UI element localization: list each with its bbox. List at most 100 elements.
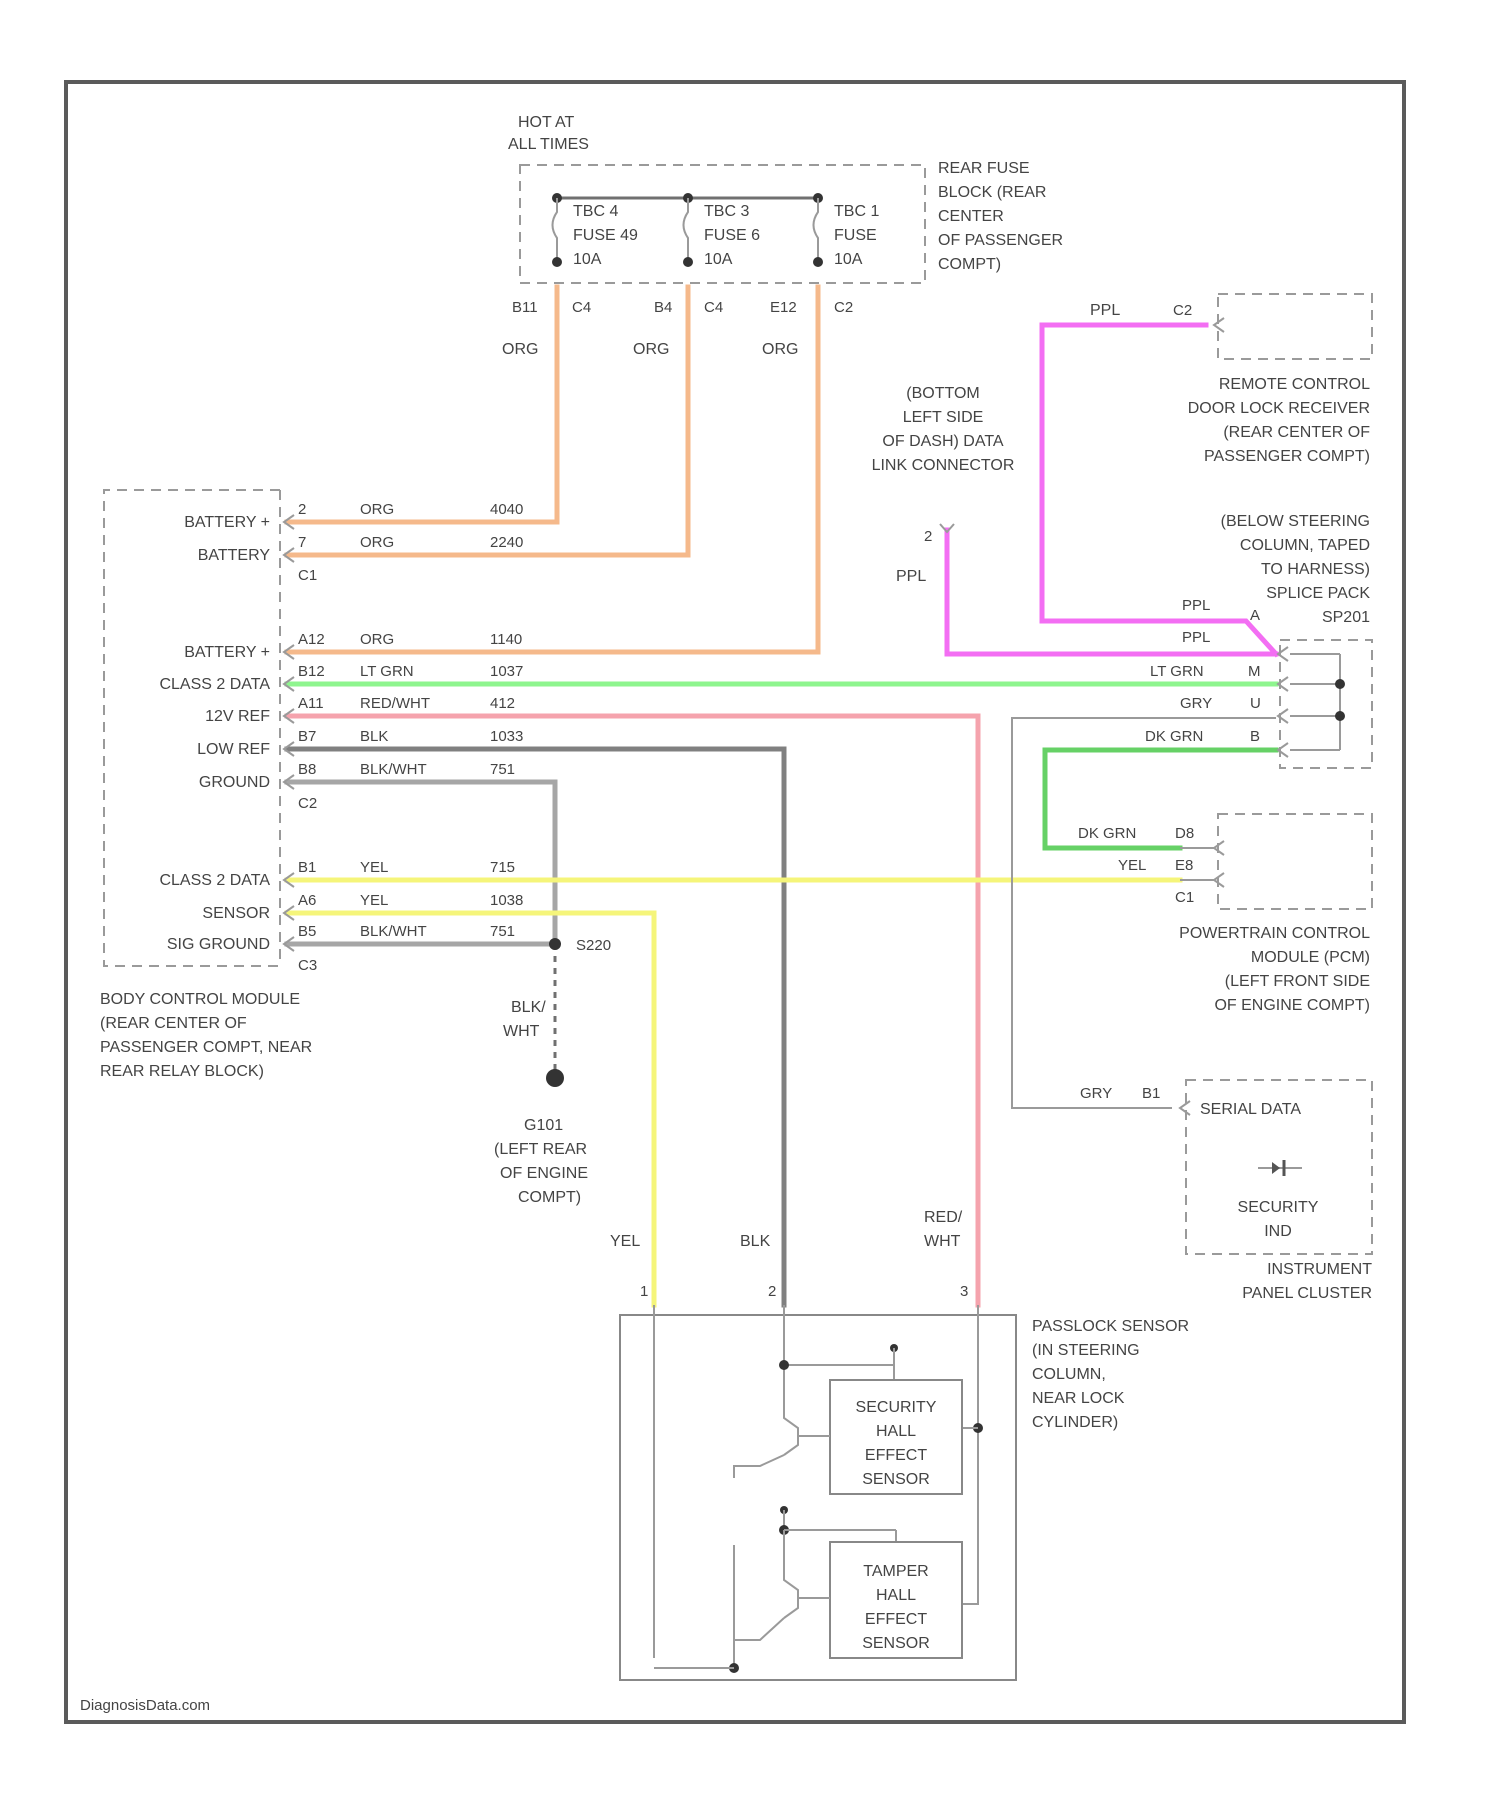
security-sensor-line2: HALL: [876, 1423, 916, 1440]
passlock-wire-red-wht-2: WHT: [924, 1233, 961, 1250]
bcm-label-12v-ref: 12V REF: [205, 708, 270, 725]
receiver-wire-color: PPL: [1090, 302, 1120, 319]
fuse-tbc1-line2: FUSE: [834, 227, 877, 244]
pcm-location-4: OF ENGINE COMPT): [1214, 997, 1370, 1014]
bcm-circuit-number: 751: [490, 923, 515, 940]
ipc-location-1: INSTRUMENT: [1267, 1261, 1372, 1278]
bcm-pin: 7: [298, 534, 306, 551]
fuse-tbc1-pin: E12: [770, 299, 797, 316]
ipc-pin: B1: [1142, 1085, 1160, 1102]
wire-org-4040: [287, 287, 557, 522]
bcm-circuit-number: 4040: [490, 501, 523, 518]
pcm-pin: D8: [1175, 825, 1194, 842]
fuse-element: [814, 198, 819, 262]
bcm-pin: A6: [298, 892, 316, 909]
rear-fuse-block: HOT AT ALL TIMES REAR FUSE BLOCK (REAR C…: [502, 114, 1063, 358]
fuse-tbc3-connector: C4: [704, 299, 723, 316]
bcm-circuit-number: 715: [490, 859, 515, 876]
hot-label-1: HOT AT: [518, 114, 575, 131]
bcm-location-3: PASSENGER COMPT, NEAR: [100, 1039, 312, 1056]
security-sensor-line4: SENSOR: [862, 1471, 930, 1488]
bcm-pin: A11: [298, 695, 324, 712]
fuse-tbc4-line2: FUSE 49: [573, 227, 638, 244]
ground-location-2: (LEFT REAR: [494, 1141, 587, 1158]
splice-wire-color: LT GRN: [1150, 663, 1204, 680]
bcm-pin: B8: [298, 761, 316, 778]
fuse-tbc4-wire-color: ORG: [502, 341, 538, 358]
pcm-connector: C1: [1175, 889, 1194, 906]
fuse-block-location-3: CENTER: [938, 208, 1004, 225]
splice-pack-location-5: SP201: [1322, 609, 1370, 626]
bcm-circuit-number: 1038: [490, 892, 523, 909]
passlock-node: [779, 1360, 789, 1370]
bcm-circuit-number: 751: [490, 761, 515, 778]
powertrain-control-module: DK GRN D8 YEL E8 C1 POWERTRAIN CONTROL M…: [1078, 814, 1372, 1014]
bcm-pin: 2: [298, 501, 306, 518]
receiver-location-4: PASSENGER COMPT): [1204, 448, 1370, 465]
dlc-location-3: OF DASH) DATA: [882, 433, 1004, 450]
bcm-label-battery-3: BATTERY +: [184, 644, 270, 661]
dlc-location-2: LEFT SIDE: [903, 409, 984, 426]
bcm-pin-chevrons: [284, 515, 294, 951]
bcm-circuit-number: 1033: [490, 728, 523, 745]
fuse-tbc1: TBC 1 FUSE 10A E12 C2 ORG: [762, 193, 879, 358]
bcm-pin: B5: [298, 923, 316, 940]
hot-label-2: ALL TIMES: [508, 136, 589, 153]
bcm-wire-color: YEL: [360, 859, 388, 876]
splice-node: [1335, 679, 1345, 689]
security-transistor-icon: [734, 1412, 830, 1478]
passlock-pin-2: 2: [768, 1283, 776, 1300]
dlc-pin: 2: [924, 528, 932, 545]
passlock-internal-red: [962, 1305, 978, 1604]
ground-location-1: G101: [524, 1117, 563, 1134]
splice-wire-color: GRY: [1180, 695, 1212, 712]
fuse-tbc4-line3: 10A: [573, 251, 602, 268]
receiver-location-3: (REAR CENTER OF: [1223, 424, 1370, 441]
splice-s220-node: [549, 938, 561, 950]
watermark: DiagnosisData.com: [80, 1697, 210, 1714]
splice-pin: M: [1248, 663, 1261, 680]
fuse-tbc3-pin: B4: [654, 299, 672, 316]
bcm-pin: B7: [298, 728, 316, 745]
bcm-wire-color: BLK/WHT: [360, 923, 427, 940]
fuse-element: [553, 198, 558, 262]
bcm-wire-color: ORG: [360, 534, 394, 551]
bcm-wire-color: ORG: [360, 631, 394, 648]
pcm-wire-color: YEL: [1118, 857, 1146, 874]
ground-wire-color-1: BLK/: [511, 999, 546, 1016]
splice-pack-location-2: COLUMN, TAPED: [1240, 537, 1370, 554]
bcm-label-class2-2: CLASS 2 DATA: [159, 872, 270, 889]
body-control-module: BATTERY + BATTERY BATTERY + CLASS 2 DATA…: [100, 490, 523, 1080]
receiver-outline: [1218, 294, 1372, 359]
splice-node: [1335, 711, 1345, 721]
bcm-label-ground: GROUND: [199, 774, 270, 791]
fuse-tbc1-line1: TBC 1: [834, 203, 879, 220]
pcm-location-3: (LEFT FRONT SIDE: [1225, 973, 1370, 990]
bcm-connector-c1: C1: [298, 567, 317, 584]
dlc-location-1: (BOTTOM: [906, 385, 979, 402]
receiver-location-2: DOOR LOCK RECEIVER: [1188, 400, 1370, 417]
bcm-wire-color: LT GRN: [360, 663, 414, 680]
bcm-label-low-ref: LOW REF: [197, 741, 270, 758]
fuse-block-location-2: BLOCK (REAR: [938, 184, 1046, 201]
pcm-pin: E8: [1175, 857, 1193, 874]
splice-pack-location-4: SPLICE PACK: [1266, 585, 1370, 602]
bcm-label-sig-ground: SIG GROUND: [167, 936, 270, 953]
fuse-tbc1-wire-color: ORG: [762, 341, 798, 358]
fuse-tbc1-connector: C2: [834, 299, 853, 316]
wire-gry-serial-data: [1012, 718, 1276, 1108]
receiver-pin: C2: [1173, 302, 1192, 319]
bcm-circuit-number: 2240: [490, 534, 523, 551]
bcm-circuit-number: 412: [490, 695, 515, 712]
fuse-tbc3-line3: 10A: [704, 251, 733, 268]
tamper-sensor-line1: TAMPER: [863, 1563, 928, 1580]
splice-wire-color: PPL: [1182, 597, 1210, 614]
wire-ppl-dlc: [947, 530, 1276, 654]
fuse-tbc1-line3: 10A: [834, 251, 863, 268]
fuse-tbc3: TBC 3 FUSE 6 10A B4 C4 ORG: [633, 193, 760, 358]
security-sensor-line3: EFFECT: [865, 1447, 927, 1464]
dlc-wire-color: PPL: [896, 568, 926, 585]
fuse-node: [813, 257, 823, 267]
fuse-block-location-5: COMPT): [938, 256, 1001, 273]
